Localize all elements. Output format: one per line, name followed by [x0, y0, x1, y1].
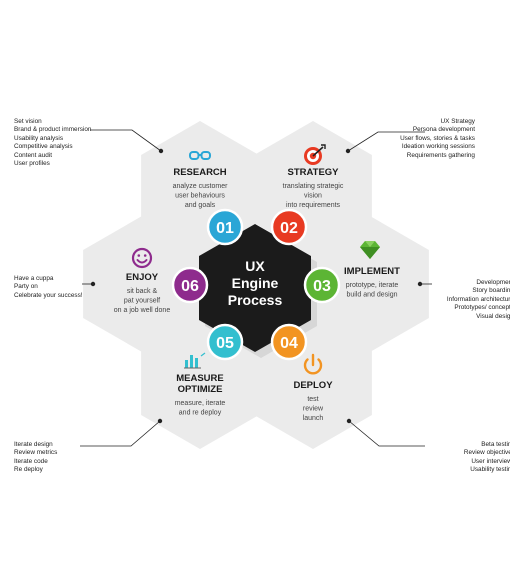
implement-number: 03 [313, 278, 331, 295]
implement-number-badge [303, 266, 341, 304]
research-note-item: Brand & product immersion [14, 126, 92, 134]
strategy-note-item: Persona development [412, 126, 475, 134]
strategy-desc-line: vision [304, 193, 322, 200]
deploy-desc-line: review [303, 406, 324, 413]
implement-title: IMPLEMENT [344, 266, 400, 277]
research-leader [90, 129, 162, 152]
enjoy-title: ENJOY [126, 272, 159, 283]
enjoy-note-item: Have a cuppa [14, 275, 54, 282]
deploy-desc-line: test [307, 396, 318, 403]
strategy-note-item: Ideation working sessions [401, 143, 475, 151]
implement-note-item: Prototypes/ concepts [454, 304, 510, 312]
implement-hexagon [311, 216, 429, 352]
deploy-number-badge [270, 323, 308, 361]
research-note-item: User profiles [14, 160, 50, 168]
measure-note-item: Iterate design [14, 441, 53, 448]
measure-note-item: Re deploy [14, 466, 43, 474]
enjoy-hexagon [83, 216, 201, 352]
strategy-note-item: UX Strategy [440, 118, 475, 125]
enjoy-desc-line: pat yourself [124, 298, 160, 305]
strategy-note-item: User flows, stories & tasks [400, 134, 475, 142]
measure-note-item: Iterate code [14, 457, 48, 465]
center-title-line2: Engine [232, 275, 279, 291]
measure-leader-dot [157, 418, 163, 424]
measure-number-badge [206, 323, 244, 361]
measure-title: MEASURE [176, 373, 224, 384]
deploy-title: DEPLOY [293, 380, 333, 391]
enjoy-number: 06 [181, 278, 199, 295]
research-note-item: Content audit [14, 151, 53, 159]
measure-desc-line: measure, iterate [175, 400, 226, 407]
strategy-leader-dot [345, 148, 351, 154]
implement-note-item: Story boarding [472, 287, 510, 295]
research-note-item: Competitive analysis [14, 143, 73, 151]
strategy-note-item: Requirements gathering [406, 151, 475, 159]
implement-leader-dot [417, 281, 423, 287]
strategy-title: STRATEGY [287, 167, 339, 178]
deploy-note-item: Usability testing [470, 466, 510, 474]
research-number-badge [206, 208, 244, 246]
center-hexagon [199, 224, 311, 352]
target-icon [304, 144, 326, 165]
deploy-note-item: Review objectives [463, 449, 510, 457]
implement-note-item: Information architecture [446, 295, 510, 303]
research-desc-line: analyze customer [173, 183, 229, 190]
measure-desc-line: and re deploy [179, 410, 222, 417]
enjoy-note-item: Party on [14, 283, 38, 291]
implement-desc-line: build and design [347, 292, 398, 299]
implement-desc-line: prototype, iterate [346, 282, 399, 289]
research-desc-line: user behaviours [175, 193, 225, 200]
smiley-icon [131, 247, 153, 269]
enjoy-note-item: Celebrate your success! [14, 291, 83, 299]
research-desc-line: and goals [185, 202, 216, 209]
strategy-number: 02 [280, 220, 298, 237]
measure-leader [80, 420, 161, 447]
deploy-desc-line: launch [303, 415, 324, 422]
center-title-line3: Process [228, 292, 283, 308]
research-note-item: Set vision [14, 118, 42, 125]
strategy-number-badge [270, 208, 308, 246]
strategy-desc-line: into requirements [286, 202, 341, 209]
measure-number: 05 [216, 335, 234, 352]
enjoy-number-badge [171, 266, 209, 304]
leader-lines [80, 129, 432, 447]
gem-icon [360, 241, 380, 259]
enjoy-desc-line: on a job well done [114, 307, 171, 314]
deploy-leader [348, 420, 425, 447]
strategy-leader [347, 131, 425, 152]
implement-note-item: Development [476, 279, 510, 286]
deploy-leader-dot [346, 418, 352, 424]
deploy-note-item: Beta testing [481, 441, 510, 448]
bar-chart-icon [184, 352, 206, 369]
research-number: 01 [216, 220, 234, 237]
strategy-desc-line: translating strategic [283, 183, 344, 190]
research-leader-dot [158, 148, 164, 154]
measure-title-line2: OPTIMIZE [178, 384, 223, 395]
enjoy-desc-line: sit back & [127, 288, 158, 295]
deploy-note-item: User interviews [471, 457, 510, 465]
research-note-item: Usability analysis [14, 134, 64, 142]
deploy-number: 04 [280, 335, 298, 352]
step-contents: 01 RESEARCH analyze customer user behaviour… [114, 144, 400, 422]
power-icon [303, 353, 323, 375]
implement-note-item: Visual design [476, 312, 510, 320]
glasses-icon [189, 151, 211, 160]
enjoy-leader-dot [90, 281, 96, 287]
measure-note-item: Review metrics [14, 449, 58, 457]
center-title-line1: UX [245, 258, 265, 274]
research-title: RESEARCH [173, 167, 226, 178]
